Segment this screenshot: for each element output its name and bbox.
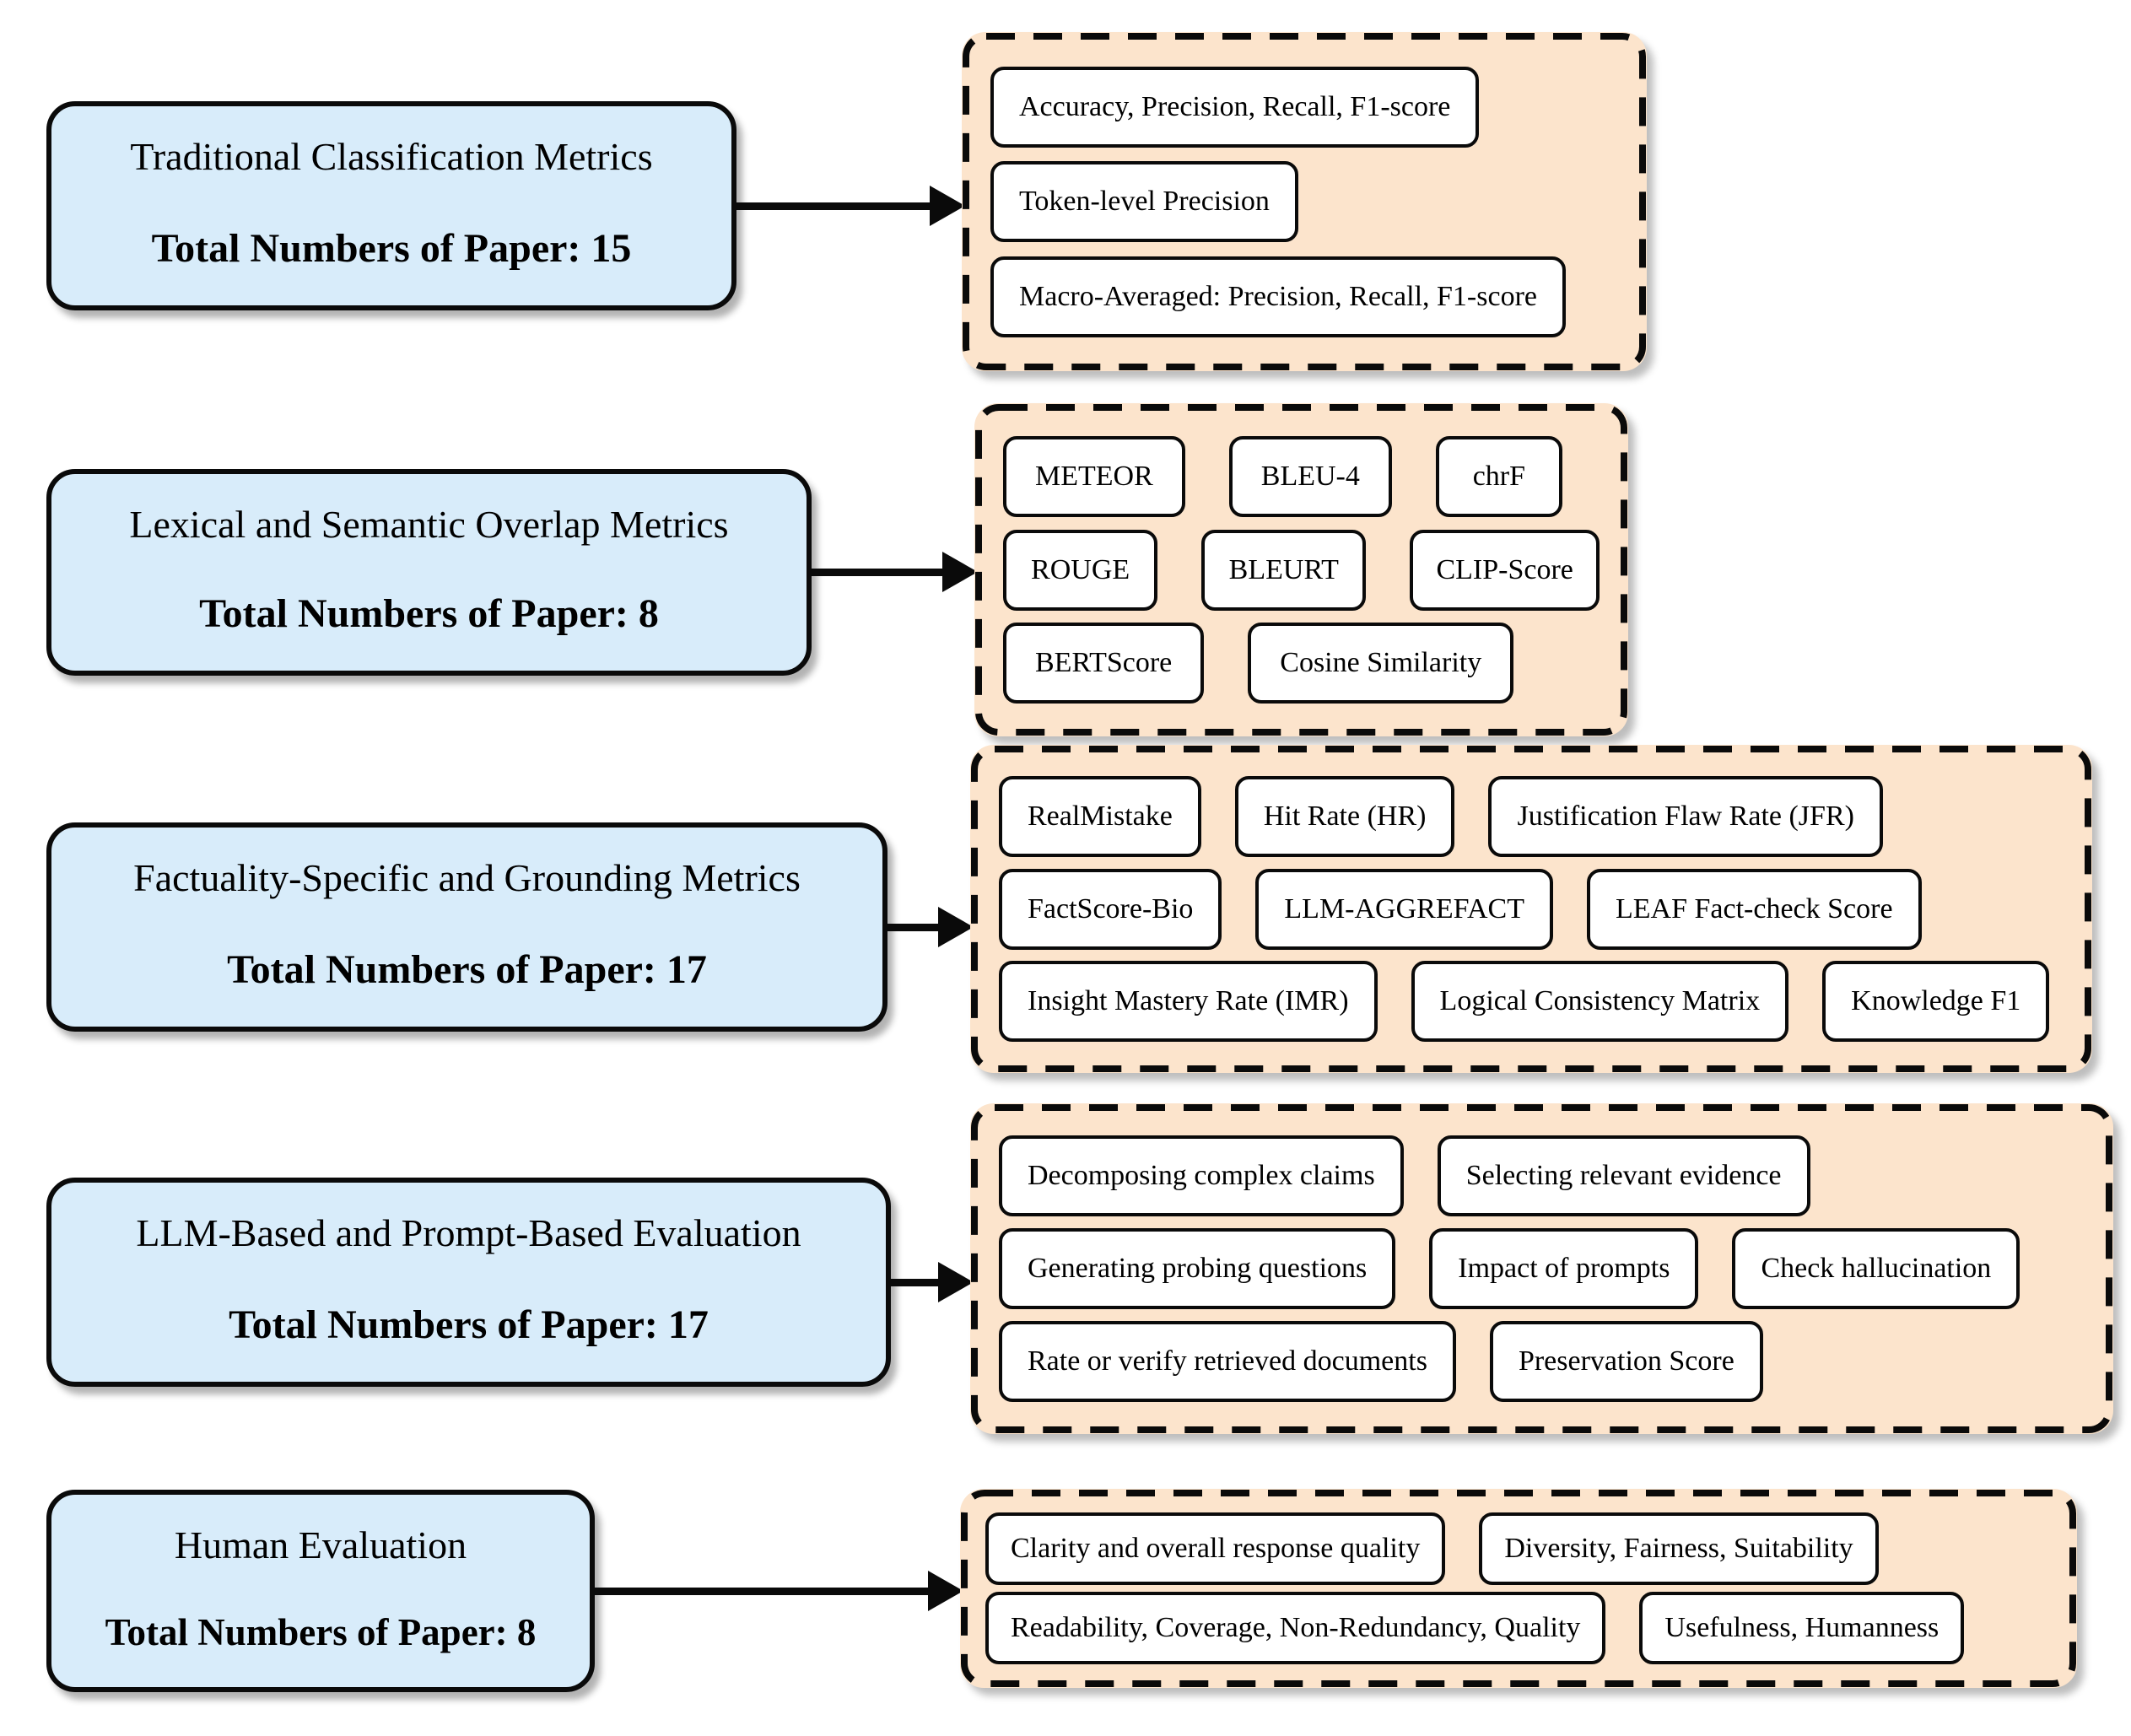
- category-total: Total Numbers of Paper: 17: [229, 1302, 709, 1348]
- metric-row: Readability, Coverage, Non-Redundancy, Q…: [985, 1592, 2052, 1664]
- metric-pill: Accuracy, Precision, Recall, F1-score: [990, 66, 1480, 148]
- metric-pill: Macro-Averaged: Precision, Recall, F1-sc…: [990, 256, 1566, 337]
- arrow-line: [884, 924, 941, 931]
- metric-pill: Rate or verify retrieved documents: [999, 1321, 1456, 1402]
- metric-pill: Knowledge F1: [1822, 960, 2050, 1042]
- arrow-head-icon: [938, 907, 974, 947]
- dashed-border: [963, 33, 1646, 370]
- metric-row: METEOR BLEU-4 chrF: [1003, 435, 1600, 517]
- category-title: Lexical and Semantic Overlap Metrics: [129, 503, 729, 546]
- metric-group-content: Clarity and overall response quality Div…: [960, 1489, 2077, 1688]
- metric-pill: Logical Consistency Matrix: [1411, 960, 1789, 1042]
- metric-row: Accuracy, Precision, Recall, F1-score: [990, 66, 1618, 148]
- category-total: Total Numbers of Paper: 15: [151, 226, 632, 272]
- category-title: Factuality-Specific and Grounding Metric…: [133, 856, 801, 899]
- metric-pill: Usefulness, Humanness: [1639, 1592, 1965, 1664]
- metric-row: Rate or verify retrieved documents Prese…: [999, 1321, 2085, 1402]
- arrow-line: [732, 202, 935, 210]
- metric-pill: Impact of prompts: [1429, 1228, 1699, 1309]
- metric-pill: RealMistake: [999, 776, 1201, 858]
- metric-row: Token-level Precision: [990, 161, 1618, 242]
- category-total: Total Numbers of Paper: 17: [227, 947, 707, 993]
- metric-group-llm-prompt-based: Decomposing complex claims Selecting rel…: [970, 1103, 2113, 1434]
- category-box-human-evaluation: Human Evaluation Total Numbers of Paper:…: [46, 1490, 595, 1692]
- arrow-head-icon: [942, 552, 978, 592]
- metric-row: Macro-Averaged: Precision, Recall, F1-sc…: [990, 256, 1618, 337]
- dashed-border: [961, 1490, 2076, 1687]
- category-title: Human Evaluation: [174, 1523, 467, 1566]
- category-box-lexical-semantic-overlap: Lexical and Semantic Overlap Metrics Tot…: [46, 469, 812, 676]
- metric-pill: chrF: [1435, 435, 1562, 517]
- dashed-border: [971, 746, 2091, 1072]
- metric-pill: LLM-AGGREFACT: [1255, 868, 1553, 950]
- metric-pill: Insight Mastery Rate (IMR): [999, 960, 1378, 1042]
- metric-pill: FactScore-Bio: [999, 868, 1222, 950]
- metric-group-content: METEOR BLEU-4 chrF ROUGE BLEURT CLIP-Sco…: [974, 403, 1628, 736]
- metric-group-factuality-grounding: RealMistake Hit Rate (HR) Justification …: [970, 745, 2092, 1073]
- metric-group-lexical-semantic-overlap: METEOR BLEU-4 chrF ROUGE BLEURT CLIP-Sco…: [974, 403, 1628, 736]
- metric-group-traditional-classification: Accuracy, Precision, Recall, F1-score To…: [962, 32, 1647, 371]
- category-total: Total Numbers of Paper: 8: [105, 1610, 537, 1653]
- metric-row: Decomposing complex claims Selecting rel…: [999, 1135, 2085, 1216]
- arrow-line: [807, 569, 946, 576]
- metric-pill: Selecting relevant evidence: [1437, 1135, 1810, 1216]
- metric-pill: LEAF Fact-check Score: [1587, 868, 1922, 950]
- arrow-line: [591, 1588, 931, 1595]
- metric-group-human-evaluation: Clarity and overall response quality Div…: [960, 1489, 2077, 1688]
- metric-pill: Justification Flaw Rate (JFR): [1488, 776, 1883, 858]
- metric-pill: BERTScore: [1003, 623, 1205, 704]
- metric-pill: Diversity, Fairness, Suitability: [1479, 1512, 1879, 1585]
- metric-pill: Readability, Coverage, Non-Redundancy, Q…: [985, 1592, 1606, 1664]
- metric-group-content: RealMistake Hit Rate (HR) Justification …: [970, 745, 2092, 1073]
- metric-pill: Cosine Similarity: [1248, 623, 1514, 704]
- category-box-llm-prompt-based: LLM-Based and Prompt-Based Evaluation To…: [46, 1178, 891, 1387]
- metric-pill: Decomposing complex claims: [999, 1135, 1404, 1216]
- category-total: Total Numbers of Paper: 8: [199, 591, 659, 637]
- metric-pill: Hit Rate (HR): [1234, 776, 1455, 858]
- metric-pill: BLEU-4: [1228, 435, 1392, 517]
- metric-pill: Preservation Score: [1489, 1321, 1763, 1402]
- arrow-head-icon: [938, 1262, 974, 1302]
- metric-row: FactScore-Bio LLM-AGGREFACT LEAF Fact-ch…: [999, 868, 2064, 950]
- metric-pill: METEOR: [1003, 435, 1185, 517]
- metric-group-content: Decomposing complex claims Selecting rel…: [970, 1103, 2113, 1434]
- metric-row: BERTScore Cosine Similarity: [1003, 623, 1600, 704]
- metric-group-content: Accuracy, Precision, Recall, F1-score To…: [962, 32, 1647, 371]
- metric-row: Generating probing questions Impact of p…: [999, 1228, 2085, 1309]
- category-title: LLM-Based and Prompt-Based Evaluation: [136, 1211, 801, 1254]
- arrow-head-icon: [928, 1571, 963, 1611]
- metric-pill: Clarity and overall response quality: [985, 1512, 1446, 1585]
- metric-row: Insight Mastery Rate (IMR) Logical Consi…: [999, 960, 2064, 1042]
- metric-pill: Generating probing questions: [999, 1228, 1396, 1309]
- arrow-line: [887, 1279, 941, 1286]
- metric-row: ROUGE BLEURT CLIP-Score: [1003, 529, 1600, 611]
- arrow-head-icon: [930, 186, 965, 226]
- metric-pill: ROUGE: [1003, 529, 1158, 611]
- metric-pill: Check hallucination: [1732, 1228, 2020, 1309]
- dashed-border: [971, 1104, 2112, 1433]
- metric-pill: Token-level Precision: [990, 161, 1298, 242]
- metric-pill: CLIP-Score: [1410, 529, 1600, 611]
- metric-pill: BLEURT: [1201, 529, 1367, 611]
- category-box-factuality-grounding: Factuality-Specific and Grounding Metric…: [46, 822, 887, 1032]
- category-title: Traditional Classification Metrics: [130, 135, 653, 178]
- category-box-traditional-classification: Traditional Classification Metrics Total…: [46, 101, 736, 310]
- dashed-border: [975, 404, 1627, 736]
- metric-row: Clarity and overall response quality Div…: [985, 1512, 2052, 1585]
- metric-row: RealMistake Hit Rate (HR) Justification …: [999, 776, 2064, 858]
